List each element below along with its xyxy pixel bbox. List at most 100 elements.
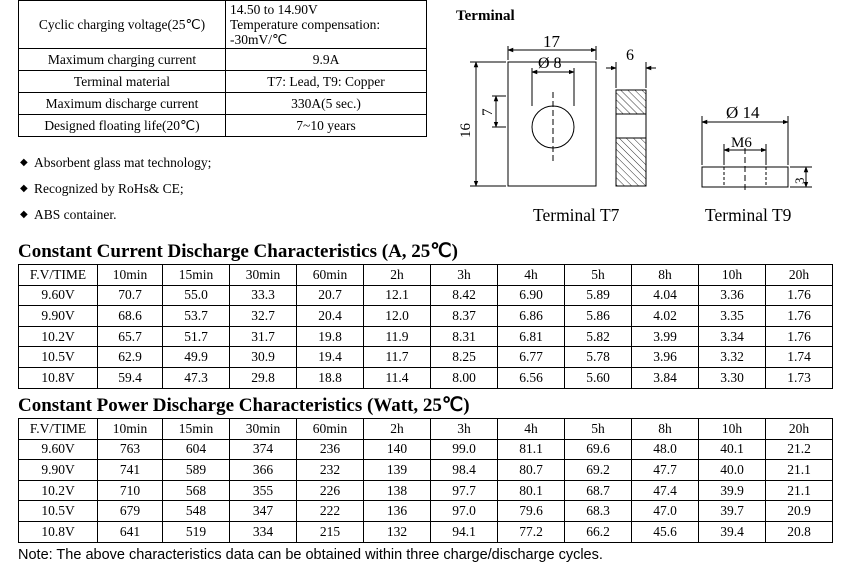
value-cell: 80.7 xyxy=(497,459,565,481)
voltage-cell: 10.2V xyxy=(18,325,98,348)
value-cell: 763 xyxy=(97,438,163,461)
voltage-cell: 9.90V xyxy=(18,459,98,481)
value-cell: 11.4 xyxy=(363,366,431,389)
dim-3: 3 xyxy=(792,178,807,185)
value-cell: 6.56 xyxy=(497,366,565,389)
value-cell: 6.81 xyxy=(497,325,565,348)
dim-m6: M6 xyxy=(731,135,752,151)
value-cell: 3.34 xyxy=(698,325,766,348)
value-cell: 132 xyxy=(363,520,431,543)
spec-value-line: 14.50 to 14.90V xyxy=(230,2,318,17)
value-cell: 98.4 xyxy=(430,459,498,481)
value-cell: 29.8 xyxy=(229,366,297,389)
value-cell: 5.89 xyxy=(564,284,632,307)
value-cell: 8.42 xyxy=(430,284,498,307)
feature-item: ◆Absorbent glass mat technology; xyxy=(20,150,211,176)
header-cell: 10min xyxy=(97,418,163,440)
diamond-bullet-icon: ◆ xyxy=(20,183,28,194)
value-cell: 94.1 xyxy=(430,520,498,543)
diamond-bullet-icon: ◆ xyxy=(20,209,28,220)
value-cell: 97.0 xyxy=(430,500,498,522)
header-cell: 15min xyxy=(162,418,230,440)
voltage-cell: 10.8V xyxy=(18,366,98,389)
value-cell: 81.1 xyxy=(497,438,565,461)
voltage-cell: 9.60V xyxy=(18,284,98,307)
value-cell: 5.82 xyxy=(564,325,632,348)
value-cell: 21.1 xyxy=(765,479,833,502)
spec-label: Terminal material xyxy=(18,70,226,93)
header-cell: F.V/TIME xyxy=(18,264,98,286)
voltage-cell: 10.8V xyxy=(18,520,98,543)
dim-phi14: Ø 14 xyxy=(726,103,760,122)
voltage-cell: 10.5V xyxy=(18,500,98,522)
value-cell: 641 xyxy=(97,520,163,543)
value-cell: 11.9 xyxy=(363,325,431,348)
value-cell: 548 xyxy=(162,500,230,522)
value-cell: 30.9 xyxy=(229,346,297,368)
value-cell: 3.35 xyxy=(698,305,766,327)
value-cell: 70.7 xyxy=(97,284,163,307)
value-cell: 66.2 xyxy=(564,520,632,543)
voltage-cell: 9.90V xyxy=(18,305,98,327)
value-cell: 679 xyxy=(97,500,163,522)
note-text: Note: The above characteristics data can… xyxy=(18,547,603,563)
value-cell: 1.76 xyxy=(765,325,833,348)
spec-label: Cyclic charging voltage(25℃) xyxy=(18,0,226,49)
value-cell: 3.32 xyxy=(698,346,766,368)
header-cell: 4h xyxy=(497,418,565,440)
specs-table: Cyclic charging voltage(25℃) 14.50 to 14.… xyxy=(18,0,427,137)
spec-value: 330A(5 sec.) xyxy=(225,92,427,115)
value-cell: 40.1 xyxy=(698,438,766,461)
value-cell: 347 xyxy=(229,500,297,522)
value-cell: 589 xyxy=(162,459,230,481)
value-cell: 20.7 xyxy=(296,284,364,307)
voltage-cell: 10.5V xyxy=(18,346,98,368)
value-cell: 1.76 xyxy=(765,284,833,307)
value-cell: 3.84 xyxy=(631,366,699,389)
dim-6: 6 xyxy=(626,47,634,64)
value-cell: 1.73 xyxy=(765,366,833,389)
value-cell: 710 xyxy=(97,479,163,502)
header-cell: 10min xyxy=(97,264,163,286)
spec-value-line: -30mV/℃ xyxy=(230,32,288,47)
value-cell: 4.02 xyxy=(631,305,699,327)
value-cell: 136 xyxy=(363,500,431,522)
value-cell: 8.25 xyxy=(430,346,498,368)
value-cell: 39.4 xyxy=(698,520,766,543)
value-cell: 39.7 xyxy=(698,500,766,522)
value-cell: 59.4 xyxy=(97,366,163,389)
header-cell: 3h xyxy=(430,418,498,440)
value-cell: 33.3 xyxy=(229,284,297,307)
value-cell: 568 xyxy=(162,479,230,502)
header-cell: 3h xyxy=(430,264,498,286)
value-cell: 11.7 xyxy=(363,346,431,368)
spec-label: Designed floating life(20℃) xyxy=(18,114,226,137)
value-cell: 3.99 xyxy=(631,325,699,348)
header-cell: 20h xyxy=(765,418,833,440)
value-cell: 55.0 xyxy=(162,284,230,307)
value-cell: 18.8 xyxy=(296,366,364,389)
dim-phi8: Ø 8 xyxy=(538,55,562,72)
terminal-drawing: 17 Ø 8 6 7 16 Ø 14 M6 3 Terminal T7 Term… xyxy=(458,32,812,225)
header-cell: 2h xyxy=(363,264,431,286)
value-cell: 5.78 xyxy=(564,346,632,368)
value-cell: 45.6 xyxy=(631,520,699,543)
value-cell: 6.86 xyxy=(497,305,565,327)
spec-row: Cyclic charging voltage(25℃) 14.50 to 14.… xyxy=(18,0,427,49)
t9-label: Terminal T9 xyxy=(705,205,792,225)
value-cell: 21.2 xyxy=(765,438,833,461)
value-cell: 65.7 xyxy=(97,325,163,348)
value-cell: 334 xyxy=(229,520,297,543)
value-cell: 47.7 xyxy=(631,459,699,481)
value-cell: 236 xyxy=(296,438,364,461)
value-cell: 49.9 xyxy=(162,346,230,368)
value-cell: 19.4 xyxy=(296,346,364,368)
value-cell: 99.0 xyxy=(430,438,498,461)
